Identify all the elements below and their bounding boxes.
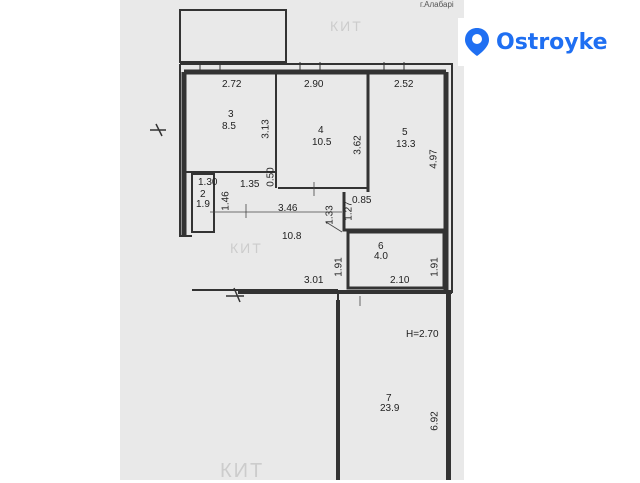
- dim-210: 2.10: [390, 275, 410, 286]
- room-4-number: 4: [318, 125, 324, 136]
- dim-313: 3.13: [260, 119, 272, 139]
- dim-346: 3.46: [278, 203, 298, 214]
- entrance-mark-bottom: [226, 287, 244, 303]
- dim-290: 2.90: [304, 79, 324, 90]
- dim-191-left: 1.91: [333, 257, 345, 277]
- top-note: г.Алабарі: [420, 0, 454, 9]
- corridor-area: 10.8: [282, 231, 302, 242]
- brand-name: Ostroyke: [496, 29, 608, 55]
- room-2-number: 2: [200, 189, 206, 200]
- ceiling-height-label: H=2.70: [406, 329, 439, 340]
- dim-272: 2.72: [222, 79, 242, 90]
- room-3-area: 8.5: [222, 121, 236, 132]
- outer-wall-thick: [181, 69, 449, 290]
- dim-252: 2.52: [394, 79, 414, 90]
- wall-room5-bottom: [342, 192, 446, 232]
- dim-135: 1.35: [240, 179, 260, 190]
- dim-130: 1.30: [198, 177, 218, 188]
- room-3-number: 3: [228, 109, 234, 120]
- dim-146: 1.46: [220, 191, 232, 211]
- dim-085: 0.85: [352, 195, 372, 206]
- room6-outline: [346, 230, 446, 290]
- outer-wall: [179, 63, 453, 480]
- entrance-mark-left: [150, 123, 166, 137]
- dim-tick-c: [325, 221, 343, 233]
- watermark-bottom: КИТ: [220, 460, 265, 482]
- room-5-number: 5: [402, 127, 408, 138]
- dim-692: 6.92: [429, 411, 441, 431]
- dim-127: 1.27: [343, 201, 355, 221]
- dim-301: 3.01: [304, 275, 324, 286]
- dim-191-right: 1.91: [429, 257, 441, 277]
- dim-133: 1.33: [324, 205, 336, 225]
- watermark-mid: КИТ: [230, 240, 263, 256]
- room-6-area: 4.0: [374, 251, 388, 262]
- room-6-number: 6: [378, 241, 384, 252]
- window-marks: [199, 62, 405, 72]
- room-7-area: 23.9: [380, 403, 400, 414]
- plan-sheet: [120, 0, 464, 480]
- brand-logo: Ostroyke: [458, 18, 640, 66]
- room-5-area: 13.3: [396, 139, 416, 150]
- room2-outline: [191, 173, 215, 233]
- room-7-number: 7: [386, 393, 392, 404]
- watermark-top: КИТ: [330, 18, 363, 34]
- dim-362: 3.62: [352, 135, 364, 155]
- dim-497: 4.97: [428, 149, 440, 169]
- o-pin-logo-icon: [465, 28, 489, 56]
- balcony-outline: [179, 9, 287, 63]
- room-4-area: 10.5: [312, 137, 332, 148]
- room-2-area: 1.9: [196, 199, 210, 210]
- dim-050: 0.50: [265, 167, 277, 187]
